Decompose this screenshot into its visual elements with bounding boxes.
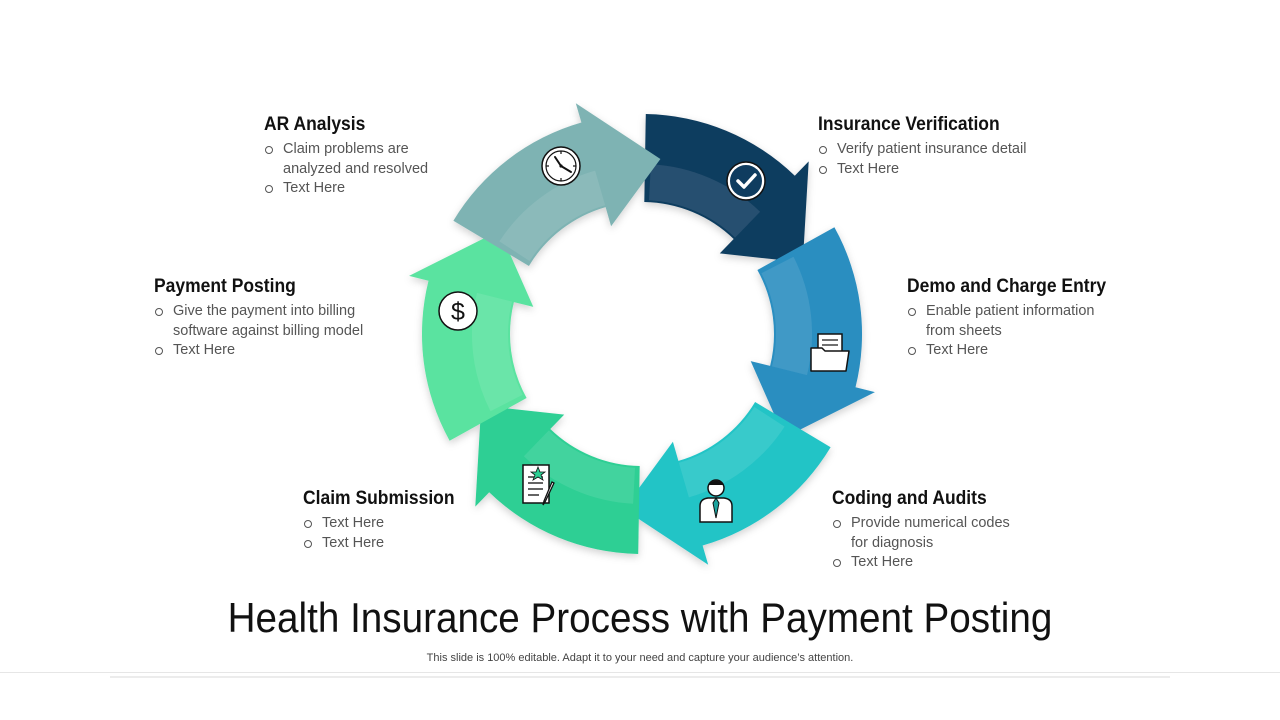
document-icon: [522, 464, 555, 506]
arrow-demo-charge-entry-highlight: [761, 256, 813, 376]
arrow-payment-posting-highlight: [471, 292, 523, 412]
step-heading: AR Analysis: [264, 114, 366, 135]
arrow-claim-submission-highlight: [523, 430, 635, 504]
dollar-icon: $: [438, 291, 478, 331]
doctor-icon: [699, 479, 733, 523]
check-icon: [726, 161, 766, 201]
step-bullet: Text Here: [154, 341, 369, 361]
arrow-coding-audits-highlight: [678, 407, 785, 498]
step-coding-audits: Coding and Audits Provide numerical code…: [832, 488, 1022, 573]
step-demo-charge-entry: Demo and Charge Entry Enable patient inf…: [907, 276, 1107, 361]
step-insurance-verification: Insurance Verification Verify patient in…: [818, 114, 1026, 179]
step-heading: Claim Submission: [303, 488, 455, 509]
step-heading: Insurance Verification: [818, 114, 1000, 135]
svg-text:$: $: [451, 298, 465, 326]
arrow-coding-audits: [623, 402, 831, 565]
step-bullet: Text Here: [303, 514, 468, 534]
arrow-ar-analysis-highlight: [499, 170, 606, 261]
step-claim-submission: Claim Submission Text Here Text Here: [303, 488, 468, 553]
arrow-insurance-verification-highlight: [649, 164, 761, 238]
step-bullet: Text Here: [832, 553, 1022, 573]
step-heading: Coding and Audits: [832, 488, 987, 509]
process-cycle-diagram: $: [409, 103, 875, 565]
step-bullet: Verify patient insurance detail: [818, 140, 1026, 160]
footer-divider-secondary: [110, 676, 1170, 678]
arrow-demo-charge-entry: [750, 227, 875, 438]
slide-subtitle: This slide is 100% editable. Adapt it to…: [426, 652, 854, 664]
step-bullet: Text Here: [303, 534, 468, 554]
step-payment-posting: Payment Posting Give the payment into bi…: [154, 276, 369, 361]
arrow-payment-posting: [409, 230, 534, 441]
clock-icon: [541, 146, 581, 186]
step-bullet: Claim problems are analyzed and resolved: [264, 140, 429, 179]
step-bullet: Enable patient information from sheets: [907, 302, 1107, 341]
step-bullet: Text Here: [818, 160, 1026, 180]
footer-divider: [0, 672, 1280, 673]
step-heading: Payment Posting: [154, 276, 296, 297]
step-bullet: Give the payment into billing software a…: [154, 302, 369, 341]
slide-title: Health Insurance Process with Payment Po…: [227, 594, 1053, 641]
step-bullet: Provide numerical codes for diagnosis: [832, 514, 1022, 553]
step-bullet: Text Here: [264, 179, 429, 199]
step-bullet: Text Here: [907, 341, 1107, 361]
folder-icon: [810, 333, 850, 372]
step-ar-analysis: AR Analysis Claim problems are analyzed …: [264, 114, 429, 199]
step-heading: Demo and Charge Entry: [907, 276, 1107, 297]
